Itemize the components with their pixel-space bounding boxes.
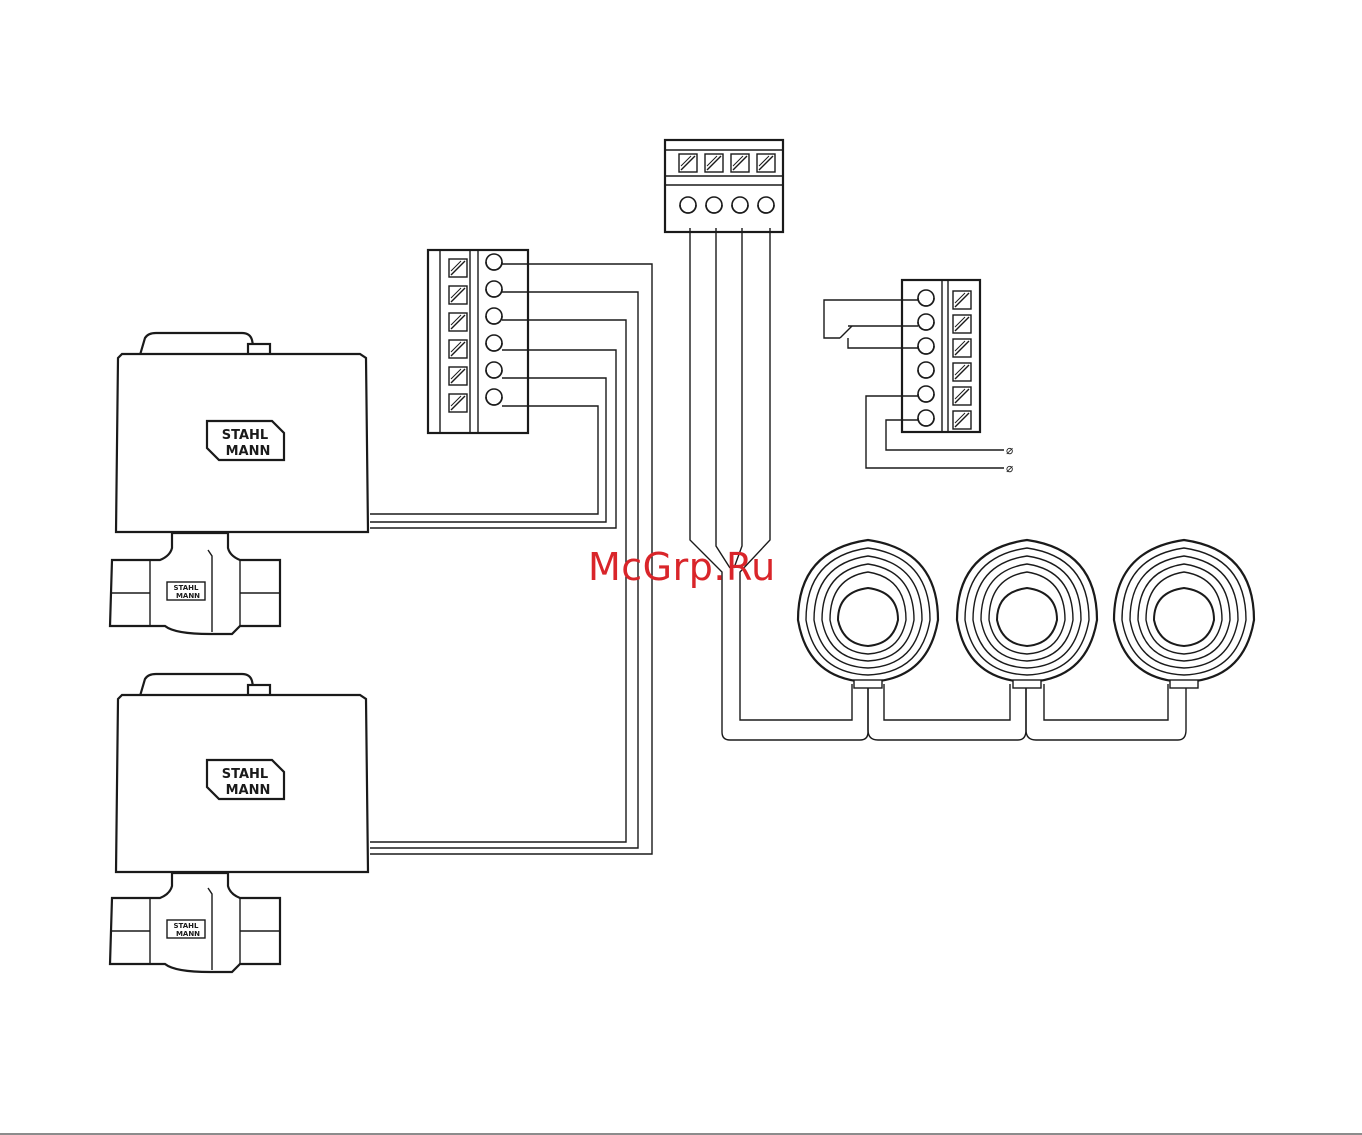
motorized-valve-2: STAHL MANN STAHL MANN <box>110 674 368 972</box>
terminal-symbol: ⌀ <box>1006 443 1013 457</box>
svg-text:STAHL: STAHL <box>222 428 268 443</box>
leak-sensor-3 <box>1114 540 1254 688</box>
svg-text:MANN: MANN <box>176 930 200 938</box>
motorized-valve-1: STAHL MANN STAHL MANN <box>110 333 368 634</box>
sensor-terminal-block <box>665 140 783 232</box>
stahlmann-logo: STAHL MANN <box>207 421 284 460</box>
svg-text:STAHL: STAHL <box>173 584 199 592</box>
terminal-symbol: ⌀ <box>1006 461 1013 475</box>
relay-terminal-block <box>902 280 980 432</box>
leak-sensor-1 <box>798 540 938 688</box>
svg-text:MANN: MANN <box>226 783 271 798</box>
leak-sensor-2 <box>957 540 1097 688</box>
stahlmann-logo: STAHL MANN <box>207 760 284 799</box>
svg-text:MANN: MANN <box>226 444 271 459</box>
svg-text:STAHL: STAHL <box>173 922 199 930</box>
svg-text:MANN: MANN <box>176 592 200 600</box>
svg-text:STAHL: STAHL <box>222 767 268 782</box>
watermark: McGrp.Ru <box>588 545 776 589</box>
